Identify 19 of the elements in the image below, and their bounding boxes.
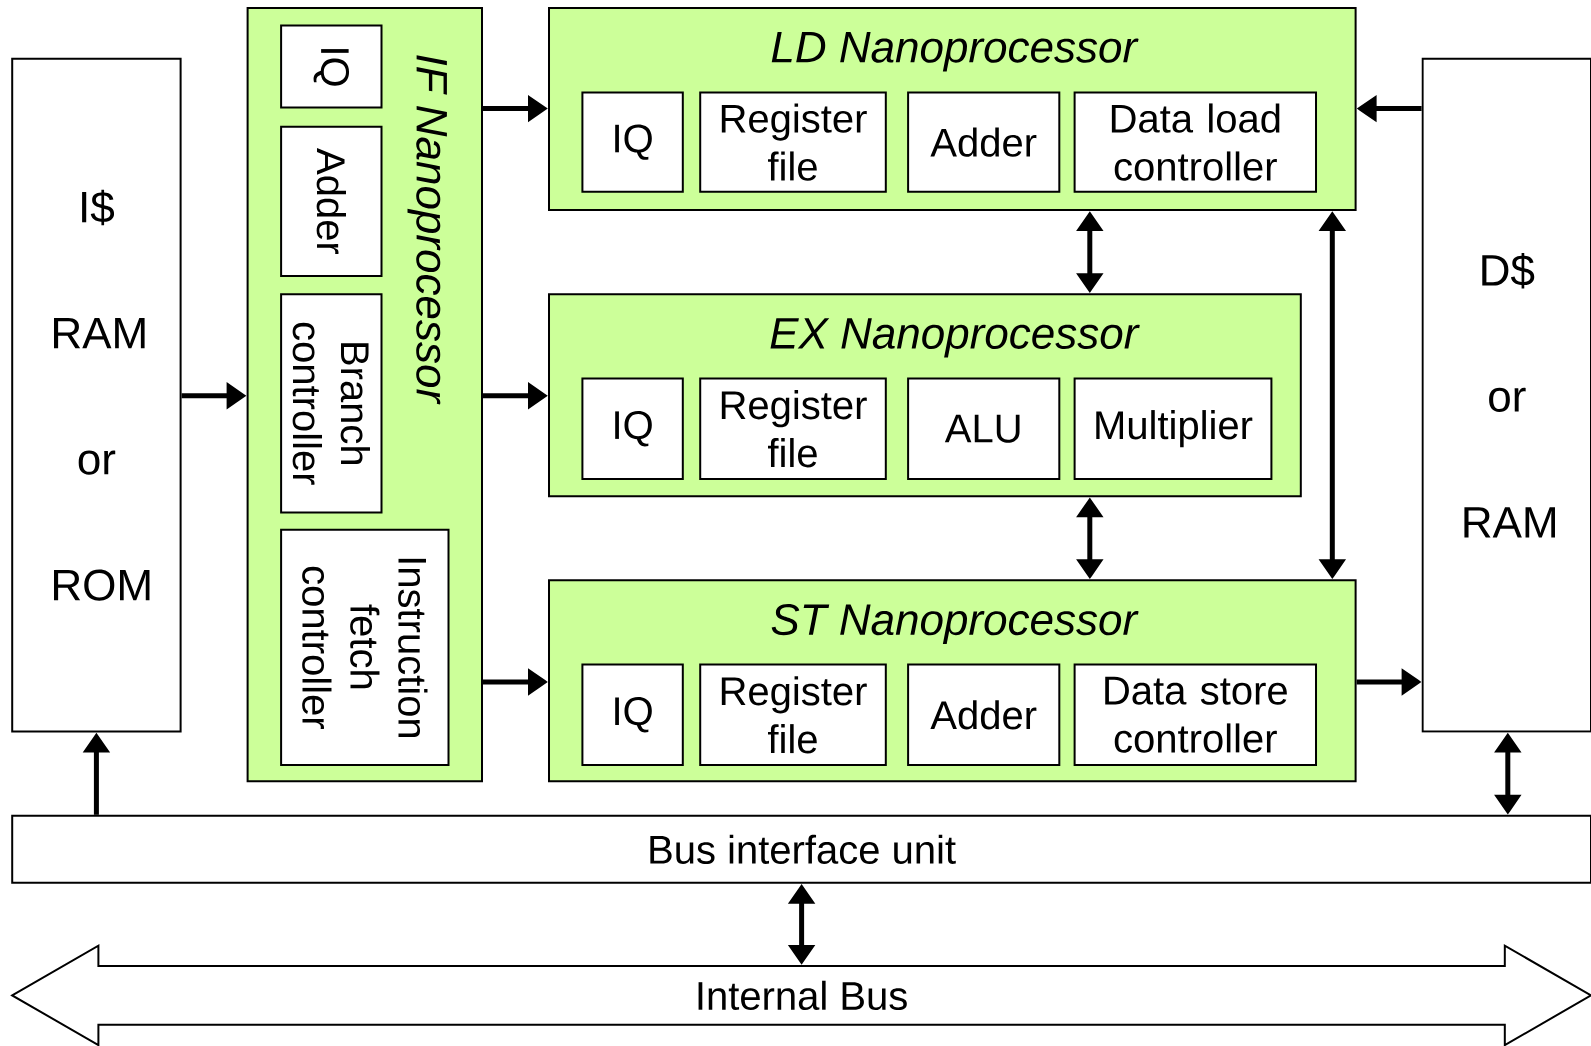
unit-box: Multiplier xyxy=(1073,377,1273,480)
unit-box: Branch controller xyxy=(280,293,383,514)
unit-box: ALU xyxy=(907,377,1061,480)
unit-box: Adder xyxy=(907,91,1061,193)
memory-block: D$ or RAM xyxy=(1421,57,1591,733)
unit-box: Adder xyxy=(280,125,383,277)
unit-box: Register file xyxy=(699,91,887,193)
unit-box: IQ xyxy=(581,663,684,766)
unit-box: Data store controller xyxy=(1073,663,1317,766)
unit-box: IQ xyxy=(581,91,684,193)
unit-box: IQ xyxy=(280,24,383,109)
unit-box: Register file xyxy=(699,377,887,480)
unit-box: IQ xyxy=(581,377,684,480)
memory-block: I$ RAM or ROM xyxy=(11,57,182,733)
unit-box: Adder xyxy=(907,663,1061,766)
unit-box: Instruction fetch controller xyxy=(280,528,450,767)
unit-box: Register file xyxy=(699,663,887,766)
bus-interface-bar: Bus interface unit xyxy=(11,814,1591,884)
unit-box: Data load controller xyxy=(1073,91,1317,193)
